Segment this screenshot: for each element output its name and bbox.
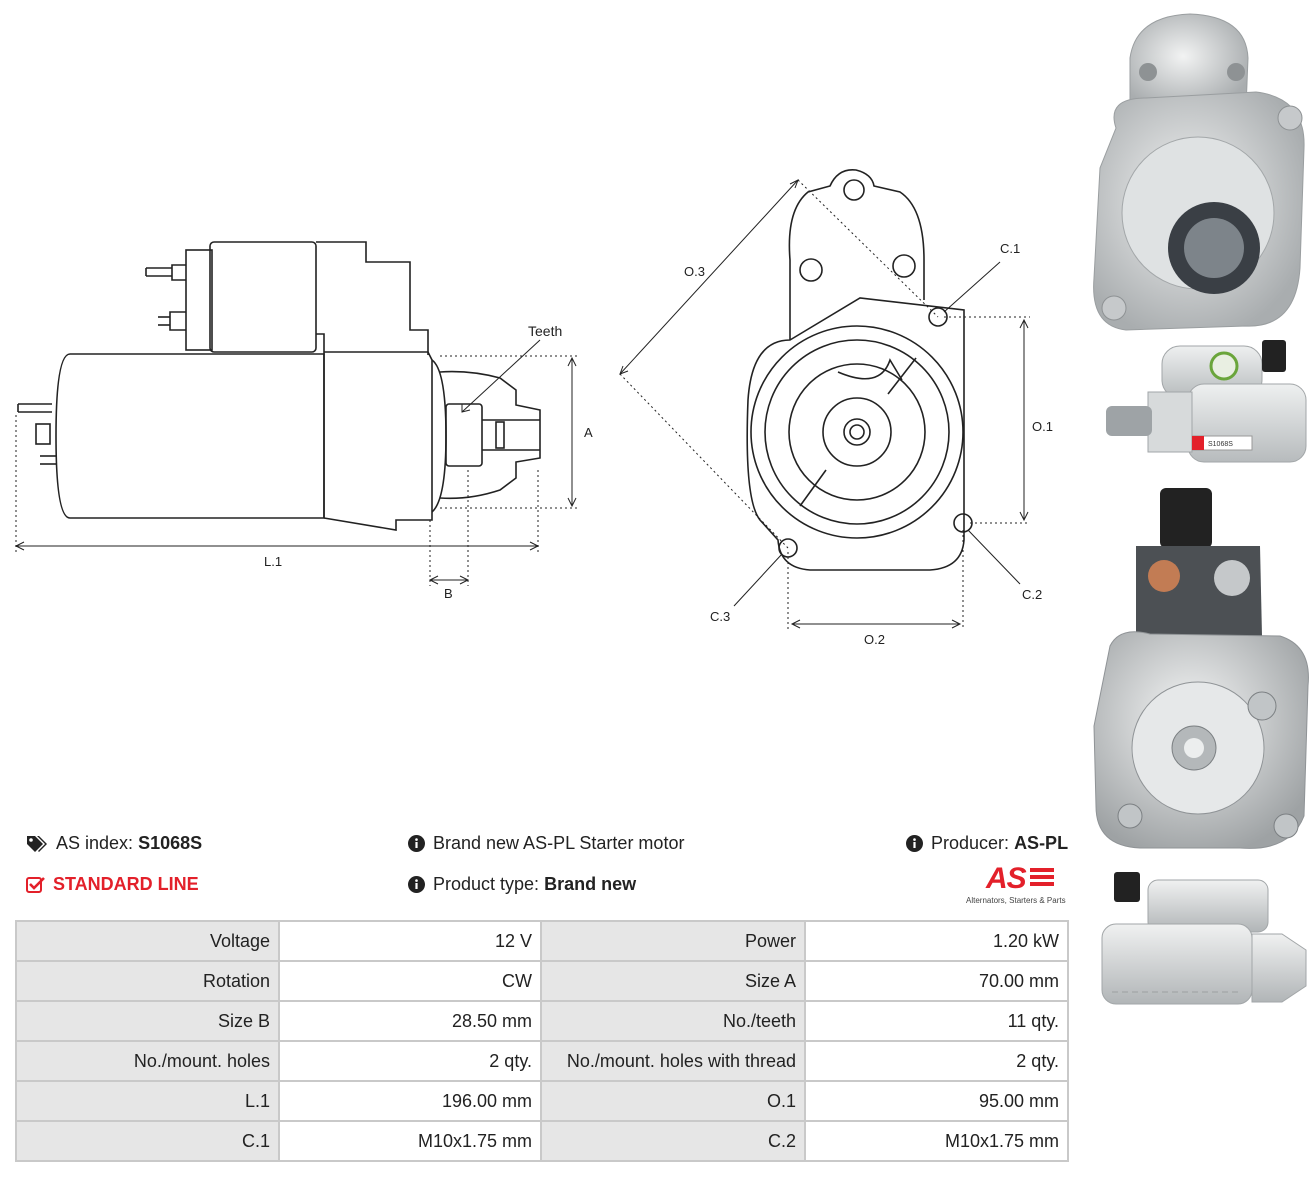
product-photo-top (1101, 872, 1307, 1005)
spec-label: Power (540, 920, 806, 962)
producer-row: Producer: AS-PL (906, 833, 1068, 854)
photo-label-text: S1068S (1208, 441, 1233, 448)
o3-label: O.3 (684, 264, 705, 279)
product-photo-rear (1093, 488, 1309, 849)
logo-stripes (1030, 868, 1054, 892)
teeth-label: Teeth (528, 323, 562, 339)
spec-label: No./teeth (540, 1000, 806, 1042)
o1-label: O.1 (1032, 419, 1053, 434)
producer-label: Producer: (931, 833, 1010, 853)
length-l1-label: L.1 (264, 554, 282, 569)
spec-value: 2 qty. (804, 1040, 1069, 1082)
as-pl-logo: AS Alternators, Starters & Parts (966, 864, 1070, 908)
tags-icon (26, 835, 48, 853)
o2-label: O.2 (864, 632, 885, 647)
spec-label: L.1 (15, 1080, 280, 1122)
spec-value: CW (278, 960, 542, 1002)
logo-mark: AS (986, 862, 1027, 895)
spec-value: 70.00 mm (804, 960, 1069, 1002)
logo-tagline: Alternators, Starters & Parts (966, 896, 1066, 905)
spec-value: 196.00 mm (278, 1080, 542, 1122)
size-b-label: B (444, 586, 453, 601)
spec-label: C.2 (540, 1120, 806, 1162)
as-index-label: AS index: (56, 833, 134, 853)
standard-line-label: STANDARD LINE (53, 874, 199, 894)
spec-value: M10x1.75 mm (278, 1120, 542, 1162)
spec-value: 12 V (278, 920, 542, 962)
product-type-row: Product type: Brand new (408, 874, 636, 895)
spec-label: No./mount. holes with thread (540, 1040, 806, 1082)
product-type-value: Brand new (544, 874, 637, 894)
spec-label: No./mount. holes (15, 1040, 280, 1082)
as-index-row: AS index: S1068S (26, 833, 202, 854)
info-icon (906, 835, 923, 852)
spec-label: O.1 (540, 1080, 806, 1122)
spec-value: M10x1.75 mm (804, 1120, 1069, 1162)
as-index-value: S1068S (138, 833, 203, 853)
spec-label: C.1 (15, 1120, 280, 1162)
spec-value: 28.50 mm (278, 1000, 542, 1042)
producer-value: AS-PL (1014, 833, 1069, 853)
spec-label: Voltage (15, 920, 280, 962)
spec-value: 1.20 kW (804, 920, 1069, 962)
front-view-drawing: O.3 C.1 O.1 C.2 C.3 O.2 (619, 169, 1053, 647)
spec-value: 11 qty. (804, 1000, 1069, 1042)
spec-label: Size B (15, 1000, 280, 1042)
line-row: STANDARD LINE (26, 874, 199, 895)
info-icon (408, 835, 425, 852)
product-photo-front (1093, 13, 1305, 331)
size-a-label: A (584, 425, 593, 440)
spec-value: 95.00 mm (804, 1080, 1069, 1122)
spec-label: Size A (540, 960, 806, 1002)
check-square-icon (26, 876, 45, 893)
spec-value: 2 qty. (278, 1040, 542, 1082)
info-icon (408, 876, 425, 893)
c3-label: C.3 (710, 609, 730, 624)
product-type-label: Product type: (433, 874, 540, 894)
side-view-drawing: Teeth A L.1 B (14, 241, 593, 601)
c1-label: C.1 (1000, 241, 1020, 256)
description-text: Brand new AS-PL Starter motor (433, 833, 685, 853)
description-row: Brand new AS-PL Starter motor (408, 833, 684, 854)
spec-label: Rotation (15, 960, 280, 1002)
product-photo-side: S1068S (1106, 340, 1307, 463)
c2-label: C.2 (1022, 587, 1042, 602)
